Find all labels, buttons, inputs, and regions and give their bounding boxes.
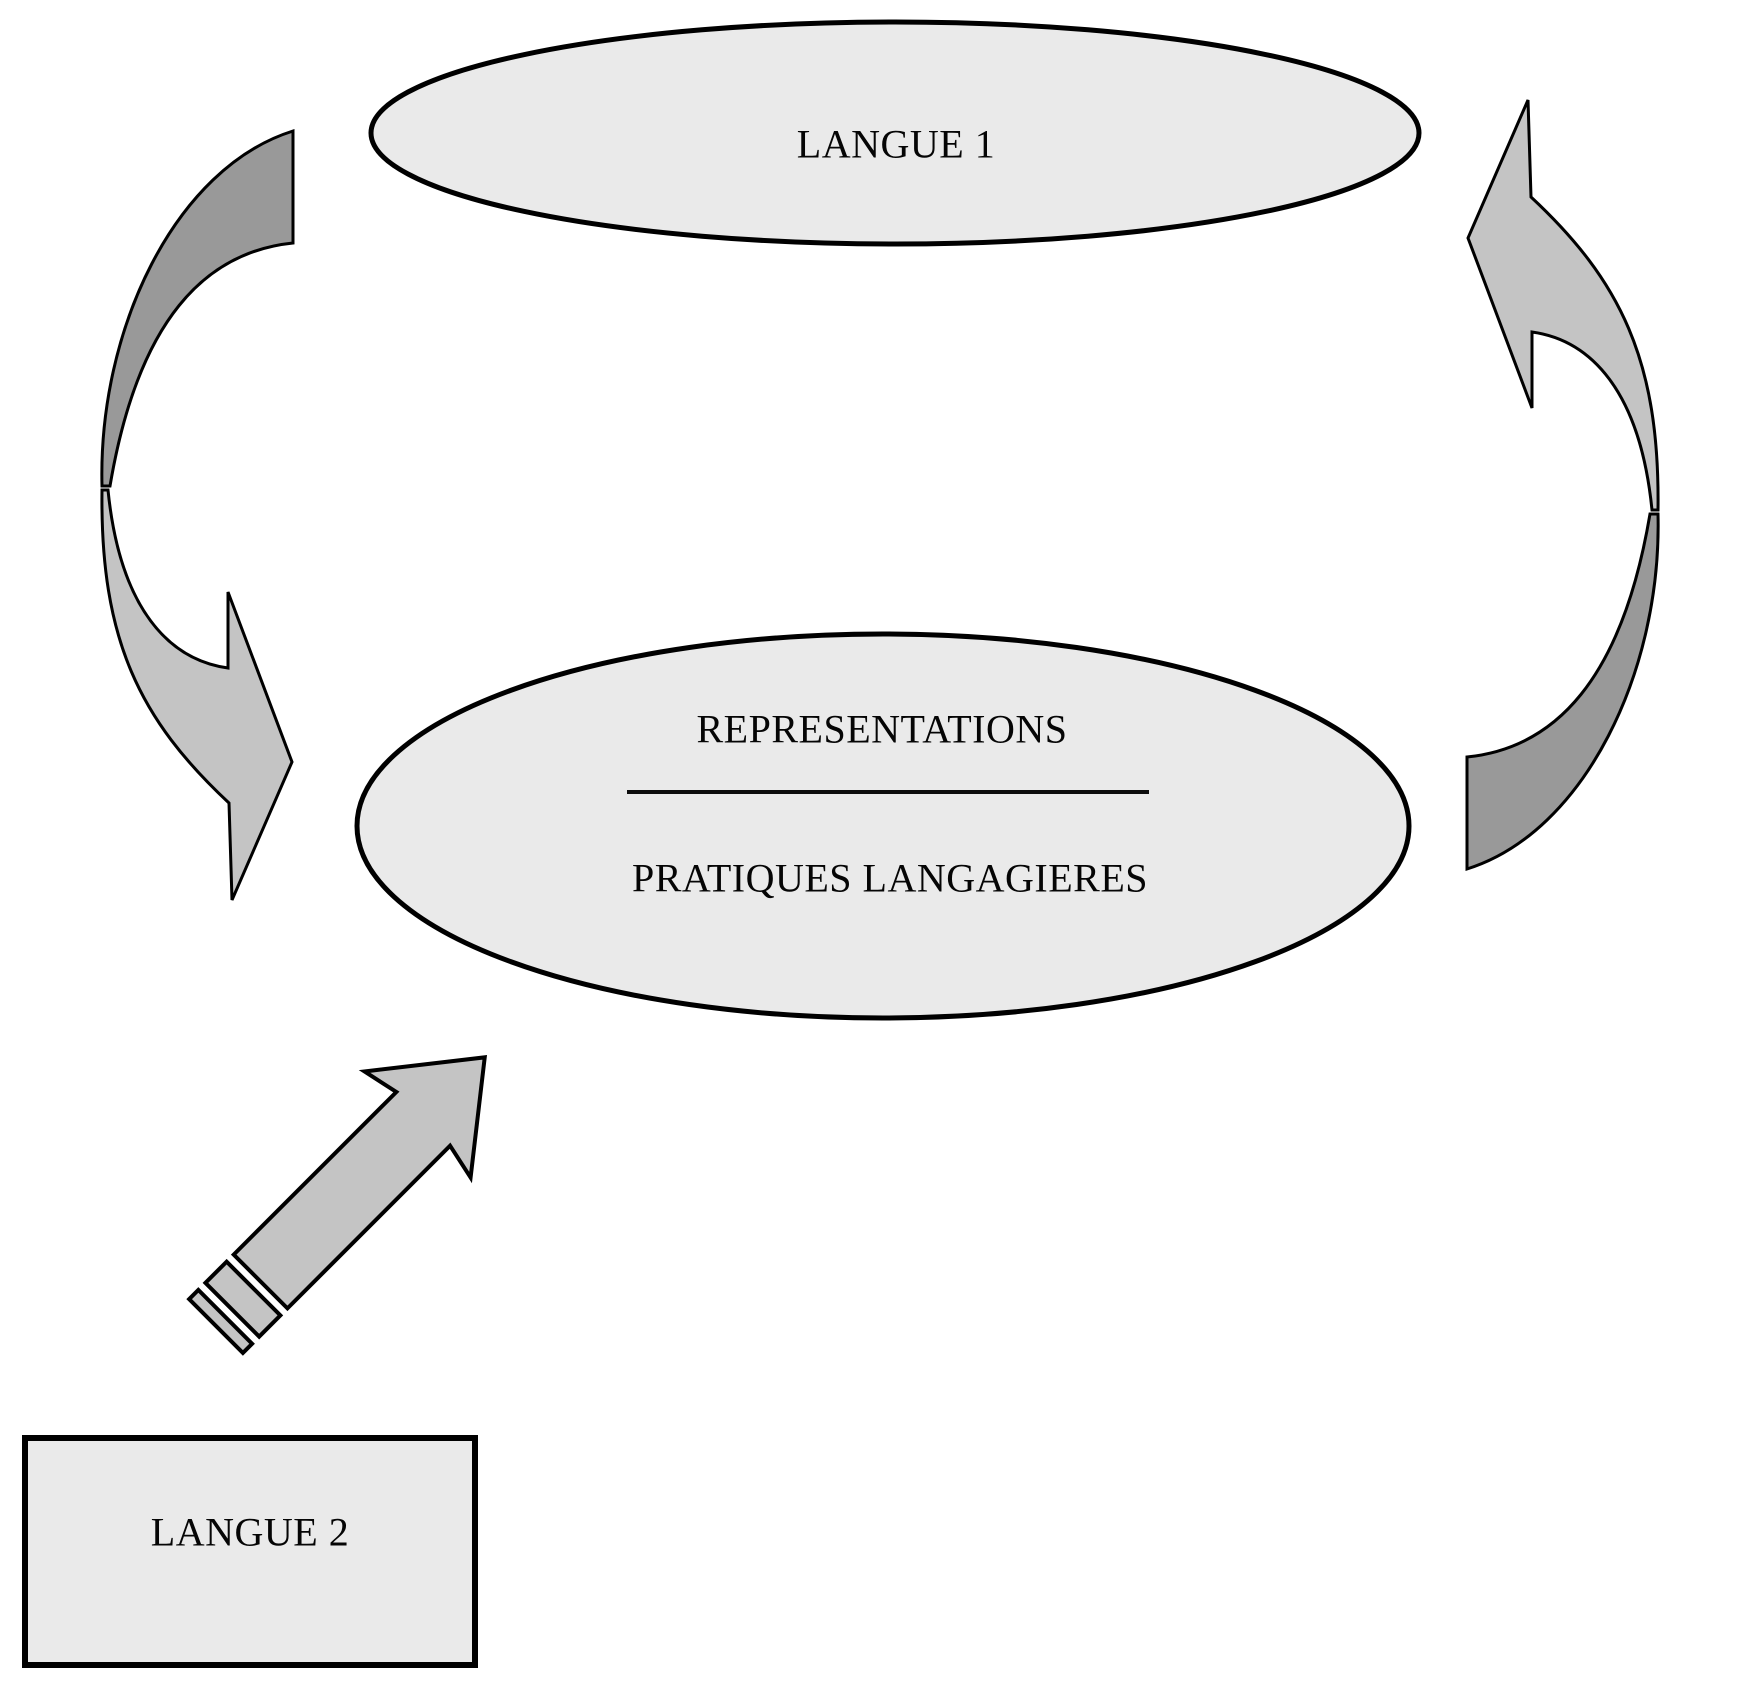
langue1-ellipse xyxy=(368,19,1422,247)
divider-line xyxy=(627,790,1149,794)
pratiques-langagieres-label: PRATIQUES LANGAGIERES xyxy=(631,855,1149,901)
langue2-label: LANGUE 2 xyxy=(150,1509,350,1555)
representations-ellipse xyxy=(354,631,1412,1021)
langue2-box xyxy=(22,1435,478,1668)
langue1-label: LANGUE 1 xyxy=(796,121,996,167)
curved-arrow-front-ribbon xyxy=(100,488,294,901)
curved-cycle-arrow-up-icon xyxy=(1465,98,1660,871)
curved-cycle-arrow-down-icon xyxy=(100,128,295,901)
representations-label: REPRESENTATIONS xyxy=(696,706,1068,752)
striped-arrow-up-right-icon xyxy=(186,1055,488,1356)
striped-arrow-thin-stripe xyxy=(186,1287,255,1356)
curved-arrow-back-ribbon xyxy=(100,128,295,488)
striped-arrow-body xyxy=(230,1055,488,1312)
striped-arrow-wide-stripe xyxy=(202,1258,284,1340)
